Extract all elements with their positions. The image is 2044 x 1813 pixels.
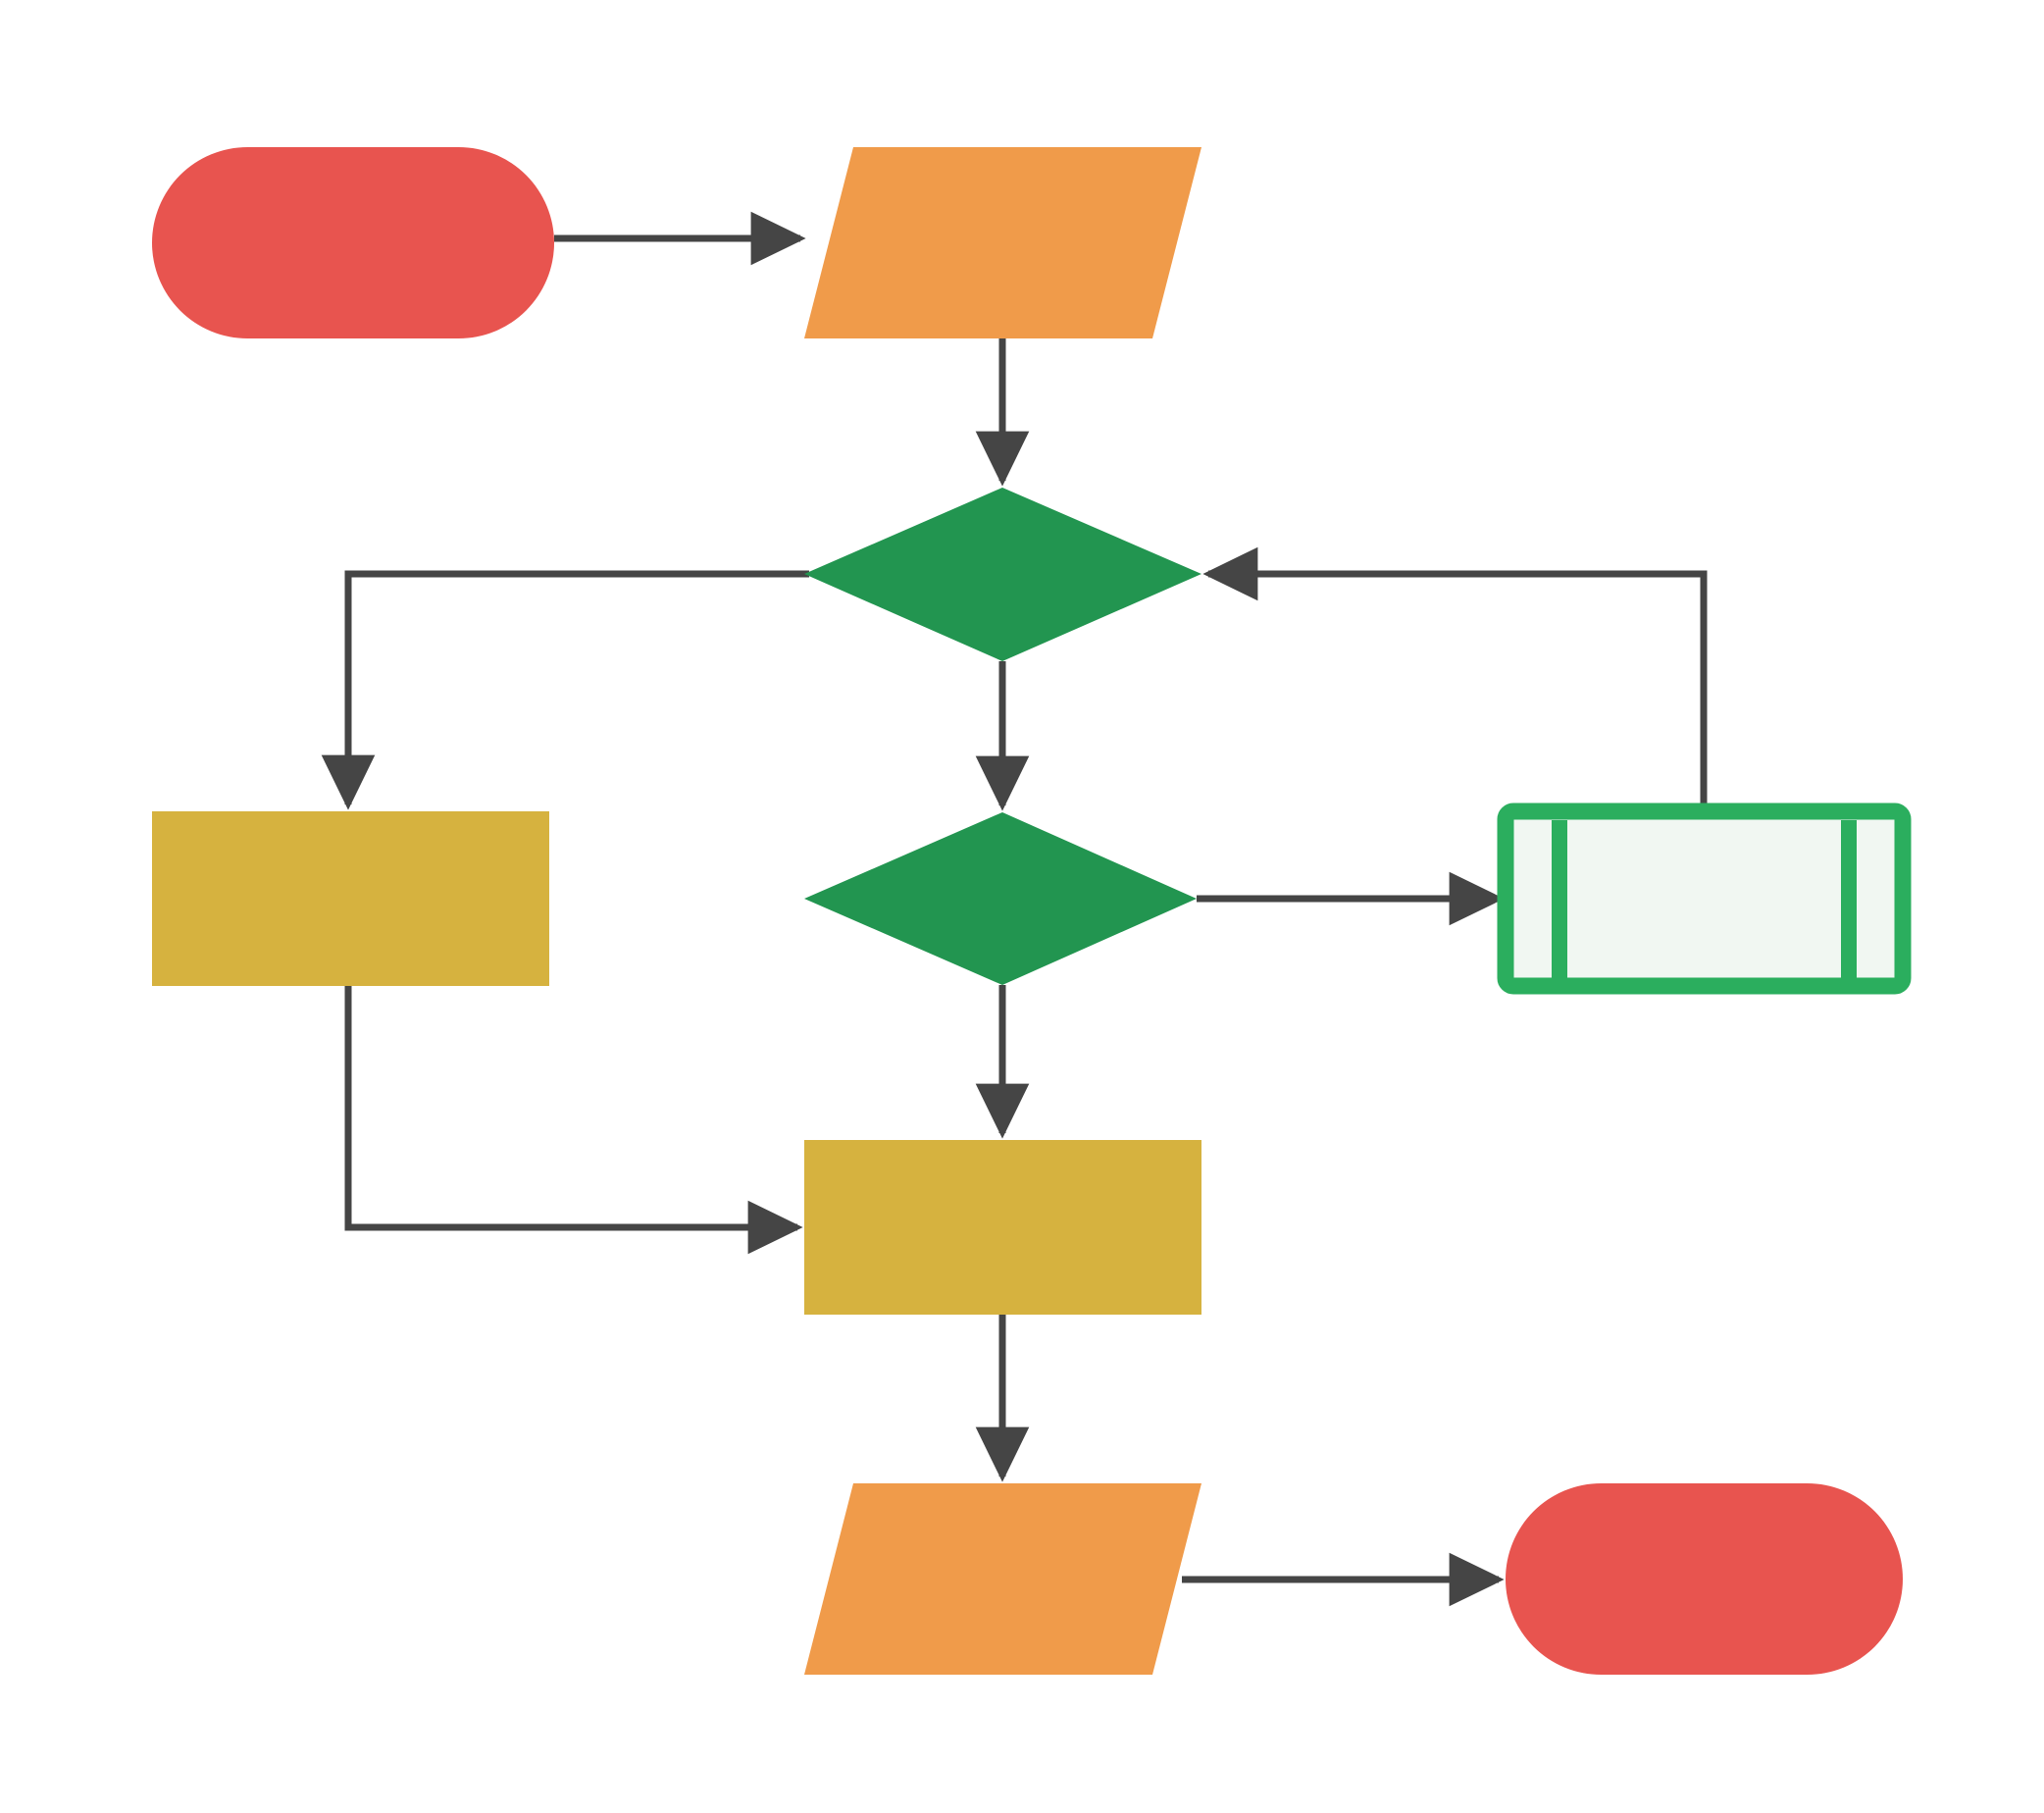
output-parallelogram-shape[interactable] bbox=[804, 1483, 1201, 1675]
decision-2-diamond-shape[interactable] bbox=[804, 812, 1197, 985]
subroutine-outer-shape[interactable] bbox=[1497, 803, 1912, 995]
node-process-merge-rectangle[interactable] bbox=[804, 1140, 1201, 1315]
input-parallelogram-shape[interactable] bbox=[804, 147, 1201, 338]
node-process-left-rectangle[interactable] bbox=[152, 811, 549, 986]
node-output-parallelogram[interactable] bbox=[804, 1483, 1201, 1675]
edge-process-left-to-process-merge bbox=[344, 986, 803, 1255]
node-start-terminator[interactable] bbox=[152, 147, 554, 338]
edge-layer bbox=[321, 211, 1708, 1607]
node-input-parallelogram[interactable] bbox=[804, 147, 1201, 338]
process-left-rectangle-shape[interactable] bbox=[152, 811, 549, 986]
edge-decision-1-to-process-left bbox=[321, 570, 809, 810]
node-decision-2-diamond[interactable] bbox=[804, 812, 1197, 985]
node-decision-1-diamond[interactable] bbox=[804, 488, 1201, 661]
node-subroutine-predefined-process[interactable] bbox=[1497, 803, 1912, 995]
node-end-terminator[interactable] bbox=[1506, 1483, 1903, 1675]
edge-subroutine-to-decision-1 bbox=[1202, 546, 1708, 811]
process-merge-rectangle-shape[interactable] bbox=[804, 1140, 1201, 1315]
end-terminator-shape[interactable] bbox=[1506, 1483, 1903, 1675]
start-terminator-shape[interactable] bbox=[152, 147, 554, 338]
decision-1-diamond-shape[interactable] bbox=[804, 488, 1201, 661]
